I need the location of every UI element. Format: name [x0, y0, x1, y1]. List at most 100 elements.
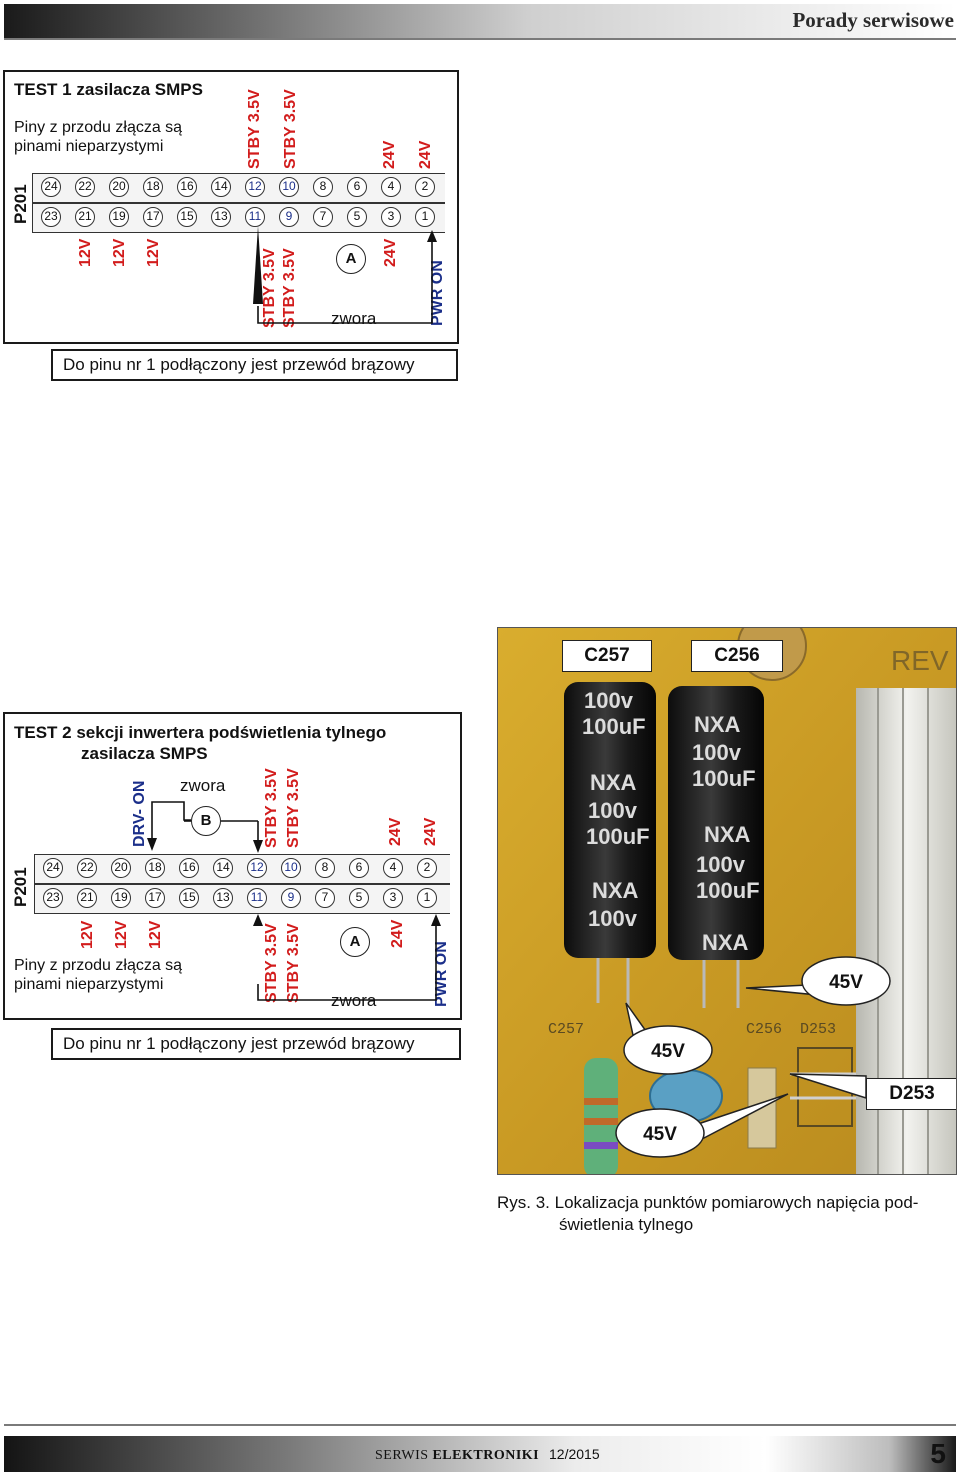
- test1-bottom-pin-5: 5: [347, 207, 367, 227]
- resistor-band-1: [584, 1098, 618, 1105]
- pcb-silk-rev: REV: [891, 645, 949, 676]
- test2-top-pin-24: 24: [43, 858, 63, 878]
- callout-45v-c-text: 45V: [643, 1124, 677, 1145]
- test2-description-line2: pinami nieparzystymi: [14, 976, 164, 993]
- test1-bottom-pin-7: 7: [313, 207, 333, 227]
- test1-top-pin-6: 6: [347, 177, 367, 197]
- pcb-silk-d253: D253: [800, 1021, 836, 1038]
- test2-arrowhead-stby-top: [253, 840, 263, 853]
- callout-45v-c: [615, 1108, 705, 1158]
- cap-c256-mark-3: 100uF: [692, 766, 756, 791]
- resistor-band-2: [584, 1118, 618, 1125]
- test2-top-pin-16: 16: [179, 858, 199, 878]
- footer-issue: 12/2015: [549, 1446, 600, 1462]
- test1-top-pin-8: 8: [313, 177, 333, 197]
- test2-jumper-top-label: zwora: [180, 776, 226, 795]
- test2-title-line2: zasilacza SMPS: [81, 744, 208, 763]
- test1-jumper-a: A: [336, 244, 366, 274]
- test2-bottom-pin-9: 9: [281, 888, 301, 908]
- test1-note: Do pinu nr 1 podłączony jest przewód brą…: [51, 349, 458, 381]
- pcb-photo: REV 100v 100uF NXA 100v 100uF NXA 100v N…: [497, 627, 957, 1175]
- test2-jumper-wire-bottom: [257, 922, 437, 1001]
- test1-bottom-pin-9: 9: [279, 207, 299, 227]
- test1-bottom-pin-19: 19: [109, 207, 129, 227]
- footer-brand-prefix: SERWIS: [375, 1448, 429, 1463]
- test1-bottom-pin-21: 21: [75, 207, 95, 227]
- test2-bottom-pin-5: 5: [349, 888, 369, 908]
- test2-bottom-pin-17: 17: [145, 888, 165, 908]
- test2-bottom-pin-23: 23: [43, 888, 63, 908]
- test1-arrowhead-left: [253, 226, 263, 304]
- cap-c256-mark-6: 100uF: [696, 878, 760, 903]
- test1-top-pin-18: 18: [143, 177, 163, 197]
- test2-diagram: TEST 2 sekcji inwertera podświetlenia ty…: [3, 712, 462, 1020]
- cap-c257-mark-7: 100v: [588, 906, 638, 931]
- cap-c257-mark-2: 100uF: [582, 714, 646, 739]
- test1-bottom-pin-1: 1: [415, 207, 435, 227]
- header-bar: [4, 4, 956, 38]
- test2-top-pin-12: 12: [247, 858, 267, 878]
- cap-c256-mark-7: NXA: [702, 930, 749, 955]
- footer-publication: SERWIS ELEKTRONIKI 12/2015: [375, 1446, 600, 1464]
- cap-c257-mark-5: 100uF: [586, 824, 650, 849]
- resistor-body: [584, 1058, 618, 1174]
- test2-bottom-pin-3: 3: [383, 888, 403, 908]
- cap-c256-mark-1: NXA: [694, 712, 741, 737]
- footer-divider: [4, 1424, 956, 1426]
- cap-c257-mark-6: NXA: [592, 878, 639, 903]
- test2-arrowhead-drv: [147, 838, 157, 851]
- capacitor-c256: [668, 686, 764, 960]
- test1-jumper-wire-line: [257, 240, 433, 324]
- test2-jumper-b: B: [191, 806, 221, 836]
- page-number: 5: [930, 1438, 946, 1469]
- test2-top-pin-2: 2: [417, 858, 437, 878]
- label-c256: C256: [691, 640, 783, 672]
- test2-top-pin-4: 4: [383, 858, 403, 878]
- test1-top-pin-12: 12: [245, 177, 265, 197]
- test2-bottom-pin-1: 1: [417, 888, 437, 908]
- test2-bottom-pin-7: 7: [315, 888, 335, 908]
- footer-brand-main: ELEKTRONIKI: [432, 1448, 539, 1463]
- test1-top-pin-16: 16: [177, 177, 197, 197]
- test2-bottom-pin-19: 19: [111, 888, 131, 908]
- callout-45v-a: [801, 956, 891, 1006]
- test2-top-pin-18: 18: [145, 858, 165, 878]
- test2-description-line1: Piny z przodu złącza są: [14, 957, 183, 974]
- test2-jumper-wire-top: [151, 801, 191, 838]
- test2-top-pin-10: 10: [281, 858, 301, 878]
- test1-top-pin-24: 24: [41, 177, 61, 197]
- test1-bottom-pin-15: 15: [177, 207, 197, 227]
- test2-bottom-pin-15: 15: [179, 888, 199, 908]
- test1-top-pin-4: 4: [381, 177, 401, 197]
- cap-c257-mark-1: 100v: [584, 688, 634, 713]
- pcb-silk-c256: C256: [746, 1021, 782, 1038]
- footer-brand-main-text: ELEKTRONIKI: [432, 1448, 540, 1463]
- footer-bar: [4, 1436, 956, 1472]
- label-c257: C257: [562, 640, 652, 672]
- test1-top-pin-20: 20: [109, 177, 129, 197]
- test1-description-line1: Piny z przodu złącza są: [14, 119, 183, 136]
- test2-bottom-pin-13: 13: [213, 888, 233, 908]
- pcb-photo-drawing: REV 100v 100uF NXA 100v 100uF NXA 100v N…: [498, 628, 956, 1174]
- test2-top-pin-6: 6: [349, 858, 369, 878]
- resistor-band-3: [584, 1142, 618, 1149]
- callout-45v-b-text: 45V: [651, 1041, 685, 1062]
- test1-arrowhead-right: [427, 230, 437, 242]
- cap-c257-mark-3: NXA: [590, 770, 637, 795]
- test1-diagram: TEST 1 zasilacza SMPS Piny z przodu złąc…: [3, 70, 459, 344]
- test2-title: TEST 2 sekcji inwertera podświetlenia ty…: [14, 722, 386, 764]
- test1-bottom-pin-11: 11: [245, 207, 265, 227]
- capacitor-c257: [564, 682, 656, 958]
- test2-title-line1: TEST 2 sekcji inwertera podświetlenia ty…: [14, 723, 387, 742]
- cap-c256-mark-2: 100v: [692, 740, 742, 765]
- page-header-title: Porady serwisowe: [792, 8, 954, 32]
- callout-45v-a-text: 45V: [829, 972, 863, 993]
- test1-top-pin-22: 22: [75, 177, 95, 197]
- callout-45v-b: [623, 1025, 713, 1075]
- test1-jumper-wire: [253, 226, 437, 324]
- test1-top-pin-14: 14: [211, 177, 231, 197]
- test2-top-pin-14: 14: [213, 858, 233, 878]
- test2-top-pin-22: 22: [77, 858, 97, 878]
